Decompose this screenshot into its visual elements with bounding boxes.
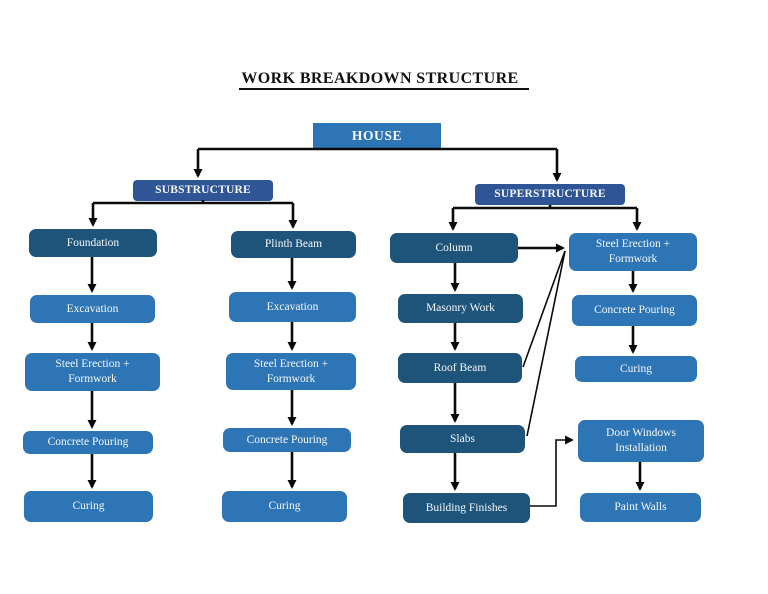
node-concrete-pouring-2: Concrete Pouring — [223, 428, 351, 452]
node-steel-erection-formwork-1: Steel Erection + Formwork — [25, 353, 160, 391]
node-column: Column — [390, 233, 518, 263]
node-curing-1: Curing — [24, 491, 153, 522]
page-title-text: WORK BREAKDOWN STRUCTURE — [239, 70, 529, 90]
node-concrete-pouring-3: Concrete Pouring — [572, 295, 697, 326]
node-paint-walls: Paint Walls — [580, 493, 701, 522]
node-concrete-pouring-1: Concrete Pouring — [23, 431, 153, 454]
node-house: HOUSE — [313, 123, 441, 149]
node-curing-2: Curing — [222, 491, 347, 522]
node-superstructure: SUPERSTRUCTURE — [475, 184, 625, 205]
node-slabs: Slabs — [400, 425, 525, 453]
node-steel-erection-formwork-3: Steel Erection + Formwork — [569, 233, 697, 271]
node-plinth-beam: Plinth Beam — [231, 231, 356, 258]
node-masonry-work: Masonry Work — [398, 294, 523, 323]
node-roof-beam: Roof Beam — [398, 353, 522, 383]
node-excavation-1: Excavation — [30, 295, 155, 323]
node-curing-3: Curing — [575, 356, 697, 382]
node-substructure: SUBSTRUCTURE — [133, 180, 273, 201]
node-steel-erection-formwork-2: Steel Erection + Formwork — [226, 353, 356, 390]
node-door-windows-installation: Door Windows Installation — [578, 420, 704, 462]
node-foundation: Foundation — [29, 229, 157, 257]
page-title: WORK BREAKDOWN STRUCTURE — [0, 70, 768, 90]
node-excavation-2: Excavation — [229, 292, 356, 322]
node-building-finishes: Building Finishes — [403, 493, 530, 523]
